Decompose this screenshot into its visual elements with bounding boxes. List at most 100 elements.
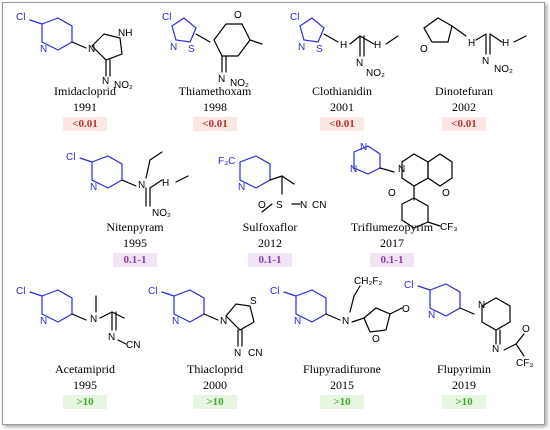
- toxicity-value-acetamiprid: >10: [63, 395, 107, 409]
- toxicity-value-dinotefuran: <0.01: [442, 117, 486, 131]
- furanone-ring: [363, 307, 391, 333]
- nitenpyram-structure: Cl N N H NO₂: [66, 151, 189, 219]
- flupyradifurone-structure: Cl N N CH₂F₂ O O: [270, 276, 410, 345]
- pyridopyrimidinone-ring: [401, 153, 429, 187]
- cn-group: CN: [126, 340, 140, 351]
- chf2-group: CH₂F₂: [354, 276, 382, 287]
- pyridine-n-atom: N: [294, 316, 301, 327]
- n-atom: N: [88, 44, 95, 55]
- cn-group: CN: [248, 348, 262, 359]
- thiamethoxam-structure: Cl N S O N NO₂: [162, 10, 263, 89]
- pyridine-n-atom: N: [172, 316, 179, 327]
- compound-name-flupyrimin: Flupyrimin: [436, 362, 491, 376]
- cl-atom: Cl: [404, 280, 413, 291]
- nh-atom: H: [340, 40, 347, 51]
- o-atom: O: [372, 334, 380, 345]
- o-atom: O: [258, 200, 266, 211]
- n-atom: N: [300, 200, 307, 211]
- compound-name-thiamethoxam: Thiamethoxam: [178, 84, 252, 98]
- n-atom: N: [138, 180, 145, 191]
- o-atom: O: [522, 324, 530, 335]
- thiazolidine-ring: [225, 303, 255, 331]
- tetrahydrofuran-ring: [423, 17, 453, 43]
- compound-year-triflumezopyrim: 2017: [380, 236, 404, 250]
- figure-frame: [2, 2, 545, 425]
- cl-atom: Cl: [270, 286, 279, 297]
- cl-atom: Cl: [162, 12, 171, 23]
- nitro-group: NO₂: [366, 68, 385, 79]
- compound-name-thiacloprid: Thiacloprid: [187, 362, 243, 376]
- nitro-group: NO₂: [494, 64, 513, 75]
- compound-name-dinotefuran: Dinotefuran: [435, 84, 493, 98]
- pyridine-n-atom: N: [90, 182, 97, 193]
- n-atom: N: [90, 314, 97, 325]
- n-atom: N: [220, 316, 227, 327]
- nitro-group: NO₂: [152, 208, 171, 219]
- n-atom: N: [108, 332, 115, 343]
- n-atom: N: [356, 58, 363, 69]
- compound-year-nitenpyram: 1995: [123, 236, 147, 250]
- acetamiprid-structure: Cl N N N CN: [16, 286, 140, 351]
- toxicity-value-clothianidin: <0.01: [320, 117, 364, 131]
- triflumezopyrim-structure: N N N O O CF₃: [350, 142, 457, 233]
- toxicity-value-flupyrimin: >10: [442, 395, 486, 409]
- n-atom: N: [482, 56, 489, 67]
- compound-name-flupyradifurone: Flupyradifurone: [303, 362, 381, 376]
- compound-year-dinotefuran: 2002: [452, 100, 476, 114]
- cl-atom: Cl: [16, 12, 25, 23]
- nh-atom: NH: [118, 28, 132, 39]
- cf3-group: CF₃: [440, 222, 457, 233]
- nh-atom: H: [468, 38, 475, 49]
- sulfoxaflor-structure: F₃C N O S N CN: [218, 155, 326, 213]
- compound-year-clothianidin: 2001: [330, 100, 354, 114]
- cl-atom: Cl: [148, 286, 157, 297]
- s-atom: S: [250, 296, 257, 307]
- toxicity-value-thiacloprid: >10: [193, 395, 237, 409]
- flupyrimin-structure: Cl N N N O CF₃: [404, 280, 533, 369]
- chlorothiazole-ring: [171, 17, 197, 43]
- toxicity-value-triflumezopyrim: 0.1-1: [370, 253, 414, 267]
- n-atom: N: [492, 344, 499, 355]
- cf3-group: CF₃: [516, 358, 533, 369]
- compound-year-flupyradifurone: 2015: [330, 378, 354, 392]
- n-atom: N: [398, 164, 405, 175]
- compound-name-imidacloprid: Imidacloprid: [54, 84, 116, 98]
- n-atom: N: [218, 74, 225, 85]
- cl-atom: Cl: [66, 152, 75, 163]
- compound-year-imidacloprid: 1991: [73, 100, 97, 114]
- nh-atom: H: [374, 40, 381, 51]
- compound-name-nitenpyram: Nitenpyram: [106, 220, 164, 234]
- toxicity-value-nitenpyram: 0.1-1: [113, 253, 157, 267]
- s-atom: S: [276, 200, 283, 211]
- clothianidin-structure: Cl N S H H N NO₂: [290, 12, 399, 79]
- toxicity-value-imidacloprid: <0.01: [63, 117, 107, 131]
- thiazole-s-atom: S: [316, 44, 323, 55]
- thiazole-n-atom: N: [170, 42, 177, 53]
- n-atom: N: [478, 300, 485, 311]
- chlorothiazole-ring: [299, 17, 325, 43]
- pyridine-n-atom: N: [238, 182, 245, 193]
- nitro-group: NO₂: [230, 78, 249, 89]
- thiazole-s-atom: S: [188, 44, 195, 55]
- compound-year-flupyrimin: 2019: [452, 378, 476, 392]
- compound-name-clothianidin: Clothianidin: [312, 84, 372, 98]
- n-atom: N: [102, 76, 109, 87]
- compound-year-sulfoxaflor: 2012: [258, 236, 282, 250]
- compound-name-sulfoxaflor: Sulfoxaflor: [242, 220, 298, 234]
- n-atom: N: [234, 348, 241, 359]
- imidazolidine-ring: [91, 33, 123, 61]
- pyridine-n-atom: N: [40, 44, 47, 55]
- pyrimidine-n-atom: N: [360, 142, 367, 153]
- imidacloprid-structure: N NO₂ Cl N N NH: [16, 12, 133, 91]
- pyridine-fused-ring: [427, 153, 453, 187]
- pyrimidine-n-atom: N: [350, 164, 357, 175]
- cn-group: CN: [312, 200, 326, 211]
- cf3-group: F₃C: [218, 156, 235, 167]
- nitro-group: NO₂: [114, 80, 133, 91]
- o-atom: O: [402, 304, 410, 315]
- oxadiazine-ring: [213, 23, 251, 57]
- compound-year-acetamiprid: 1995: [73, 378, 97, 392]
- thiazole-n-atom: N: [298, 42, 305, 53]
- compound-name-acetamiprid: Acetamiprid: [55, 362, 115, 376]
- pyridinylidene-ring: [481, 297, 511, 331]
